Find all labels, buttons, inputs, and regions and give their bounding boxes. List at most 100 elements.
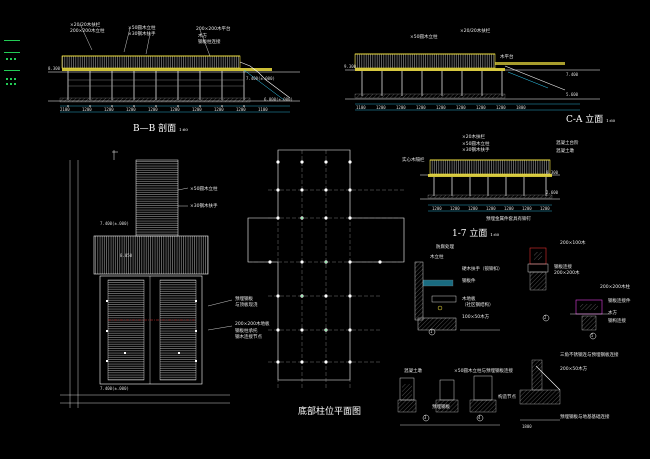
det-b2: 钢板连接 xyxy=(554,265,572,270)
one-seven-elevation-drawing xyxy=(420,159,560,212)
det-c1: 200×200木柱 xyxy=(600,285,630,290)
dimension-label: 1200 xyxy=(214,107,224,112)
plan-elev3: 7.400(±.000) xyxy=(100,386,129,391)
dimension-label: 1200 xyxy=(104,107,114,112)
det-e2: 混凝土墩 xyxy=(404,369,422,374)
ca-elev-low: 5.600 xyxy=(566,92,579,97)
left-plan-drawing xyxy=(60,150,233,408)
det-e1: ×50圆木立柱与预埋钢板连接 xyxy=(454,369,513,374)
bb-note-post: 200×200木立柱 xyxy=(70,29,105,34)
det-c4: 钢构连接 xyxy=(608,319,626,324)
ca-note-deck: 木平台 xyxy=(500,55,514,60)
ca-scale-tag: 1:60 xyxy=(606,118,616,123)
det-a5: （社区钢结构） xyxy=(462,303,494,308)
dimension-label: 1200 xyxy=(468,206,478,211)
bb-note-handrail: ×20/20木扶栏 xyxy=(70,23,101,28)
dimension-label: 1100 xyxy=(258,107,268,112)
dimension-label: 1200 xyxy=(436,105,446,110)
ca-elevation-title-text: C-A 立面 xyxy=(566,115,604,125)
det-a6: 100×50木方 xyxy=(462,315,490,320)
dimension-label: 1200 xyxy=(504,206,514,211)
ot-note-hardware: 防腐处理 xyxy=(436,245,454,250)
ot-note-solid: 实心木隔栏 xyxy=(402,158,425,163)
det-num-1: 1 xyxy=(430,329,433,334)
dimension-label: 1200 xyxy=(126,107,136,112)
bb-elev-mid: 7.400(±.000) xyxy=(246,76,275,81)
det-num-2: 2 xyxy=(544,315,547,320)
dimension-label: 1200 xyxy=(496,105,506,110)
det-c2: 钢板连接件 xyxy=(608,299,631,304)
det-b1: 200×100木 xyxy=(560,241,586,246)
det-num-3: 3 xyxy=(424,415,427,420)
dimension-label: 1200 xyxy=(476,105,486,110)
plan-elev1: 7.400(±.000) xyxy=(100,221,129,226)
bb-note-rail: ×30钢木扶手 xyxy=(128,32,156,37)
ot-note-base: 预埋金属件套具有铆钉 xyxy=(486,217,531,222)
one-seven-scale-tag: 1:60 xyxy=(490,232,500,237)
dimension-label: 1200 xyxy=(486,206,496,211)
ot-note-rail: ×30钢木扶手 xyxy=(462,148,490,153)
plan-note-rail: ×30钢木扶手 xyxy=(190,204,218,209)
det-d3: 预埋钢板与地基基础连接 xyxy=(560,415,610,420)
dimension-label: 1200 xyxy=(82,107,92,112)
dimension-label: 1200 xyxy=(236,107,246,112)
det-e4: 构造节点 xyxy=(498,395,516,400)
ca-note-handrail: ×20/20木扶栏 xyxy=(460,29,491,34)
dimension-label: 1800 xyxy=(516,105,526,110)
ca-elev-mid: 7.400 xyxy=(566,72,579,77)
det-a4: 木地板 xyxy=(462,297,476,302)
ot-elev2: 2.600 xyxy=(546,190,559,195)
plan-note-2: 与顶板现浇 xyxy=(235,303,258,308)
bb-section-title: B—B 剖面 1:60 xyxy=(133,121,188,134)
det-a1: 木立柱 xyxy=(430,255,444,260)
det-b3: 200×200木 xyxy=(554,271,580,276)
ca-elevation-title: C-A 立面 1:60 xyxy=(566,112,615,125)
dimension-label: 1200 xyxy=(450,206,460,211)
ot-note-pier: 混凝土墩 xyxy=(556,149,574,154)
bb-section-drawing xyxy=(48,23,300,113)
dimension-label: 1200 xyxy=(416,105,426,110)
dimension-label: 1100 xyxy=(356,105,366,110)
det-num-5: 5 xyxy=(591,333,594,338)
dimension-label: 1200 xyxy=(396,105,406,110)
bb-note-steel: 钢板柱连接 xyxy=(198,40,221,45)
detail-drawings xyxy=(397,247,610,426)
bottom-plan-title: 底部柱位平面图 xyxy=(298,407,362,417)
ot-note-column: ×50圆木立柱 xyxy=(462,142,490,147)
plan-note-col: ×50圆木立柱 xyxy=(190,187,218,192)
dimension-label: 1200 xyxy=(432,206,442,211)
dimension-label: 1200 xyxy=(376,105,386,110)
bb-elev-top: 8.300 xyxy=(48,66,61,71)
bb-note-column: ×50圆木立柱 xyxy=(128,26,156,31)
ca-elev-top: 9.300 xyxy=(344,64,357,69)
bb-section-title-text: B—B 剖面 xyxy=(133,124,177,134)
bb-elev-low: 6.800(±.000) xyxy=(264,97,293,102)
ot-note-handrail: ×20木扶栏 xyxy=(462,135,485,140)
bb-note-wood: 木方 xyxy=(198,34,207,39)
plan-elev2: 8.050 xyxy=(120,253,133,258)
ca-elevation-drawing xyxy=(345,53,600,111)
bb-scale-tag: 1:60 xyxy=(178,127,188,132)
dimension-label: 1200 xyxy=(540,206,550,211)
ot-elev1: 8.300 xyxy=(546,170,559,175)
plan-note-5: 钢木连接节点 xyxy=(235,335,262,340)
plan-note-3: 200×200木地板 xyxy=(235,322,270,327)
det-a3: 钢板件 xyxy=(462,279,476,284)
one-seven-elevation-title: 1-7 立面 1:60 xyxy=(452,226,499,239)
dimension-label: 1200 xyxy=(170,107,180,112)
det-e3: 预埋钢板 xyxy=(432,405,450,410)
det-c3: 木方 xyxy=(608,311,617,316)
section-markers xyxy=(422,314,597,422)
dimension-label: 1200 xyxy=(522,206,532,211)
dimension-label: 1200 xyxy=(192,107,202,112)
det-d1: 三角不锈钢连与预埋钢板连接 xyxy=(560,353,619,358)
dimension-label: 1200 xyxy=(148,107,158,112)
dimension-label: 2100 xyxy=(60,107,70,112)
one-seven-elevation-title-text: 1-7 立面 xyxy=(452,229,488,239)
det-num-4: 4 xyxy=(478,415,481,420)
det-d2: 200×50木方 xyxy=(560,367,588,372)
bb-note-deck: 200×200木平台 xyxy=(196,27,231,32)
plan-note-1: 预埋钢板 xyxy=(235,297,253,302)
ot-note-stairs: 混凝土台阶 xyxy=(556,141,579,146)
